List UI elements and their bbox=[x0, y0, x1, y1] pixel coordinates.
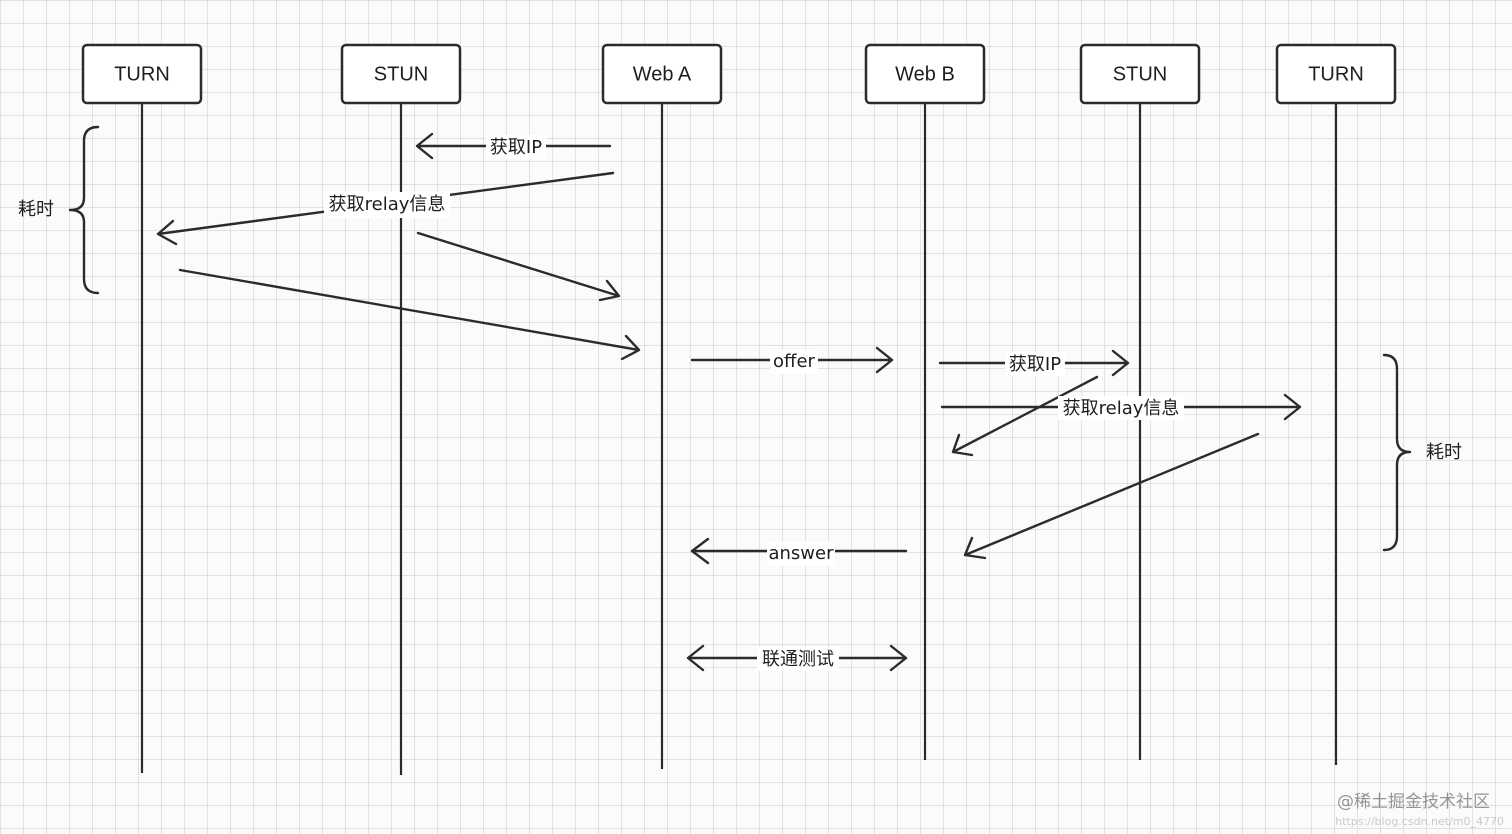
label-b-get-ip: 获取IP bbox=[1009, 354, 1061, 375]
label-bg-a-get-ip bbox=[486, 135, 546, 159]
arrow-b-stun-response bbox=[951, 375, 1099, 457]
arrow-a-stun-response bbox=[416, 231, 621, 302]
participant-web-b: Web B bbox=[864, 43, 986, 105]
label-offer: offer bbox=[773, 351, 815, 372]
label-a-get-relay: 获取relay信息 bbox=[329, 194, 446, 215]
label-a-get-ip: 获取IP bbox=[490, 137, 542, 158]
right-duration-label: 耗时 bbox=[1426, 442, 1462, 463]
label-bg-b-get-relay bbox=[1058, 396, 1184, 420]
label-bg-a-get-relay bbox=[324, 192, 450, 218]
arrow-b-turn-response bbox=[963, 432, 1260, 560]
label-connectivity-test: 联通测试 bbox=[762, 649, 834, 670]
watermark-url: https://blog.csdn.net/m0_4770 bbox=[1335, 815, 1504, 828]
left-duration-brace bbox=[68, 125, 100, 295]
label-b-get-relay: 获取relay信息 bbox=[1063, 398, 1180, 419]
participant-stun-b: STUN bbox=[1079, 43, 1201, 105]
label-bg-b-get-ip bbox=[1005, 352, 1065, 376]
participant-stun-a: STUN bbox=[340, 43, 462, 105]
label-bg-connectivity-test bbox=[757, 647, 839, 671]
label-bg-offer bbox=[770, 350, 818, 374]
right-duration-brace bbox=[1382, 353, 1412, 552]
participant-turn-b: TURN bbox=[1275, 43, 1397, 105]
participant-web-b-label: Web B bbox=[895, 63, 955, 85]
label-answer: answer bbox=[768, 543, 834, 564]
participant-stun-a-label: STUN bbox=[374, 63, 428, 85]
participant-web-a-label: Web A bbox=[633, 63, 692, 85]
participant-stun-b-label: STUN bbox=[1113, 63, 1167, 85]
participant-turn-a: TURN bbox=[81, 43, 203, 105]
watermark: @稀土掘金技术社区 bbox=[1337, 792, 1490, 812]
arrow-a-turn-response bbox=[178, 268, 641, 361]
participant-web-a: Web A bbox=[601, 43, 723, 105]
left-duration-label: 耗时 bbox=[18, 199, 54, 220]
participant-turn-b-label: TURN bbox=[1308, 63, 1364, 85]
participant-turn-a-label: TURN bbox=[114, 63, 170, 85]
label-bg-answer bbox=[767, 542, 835, 566]
